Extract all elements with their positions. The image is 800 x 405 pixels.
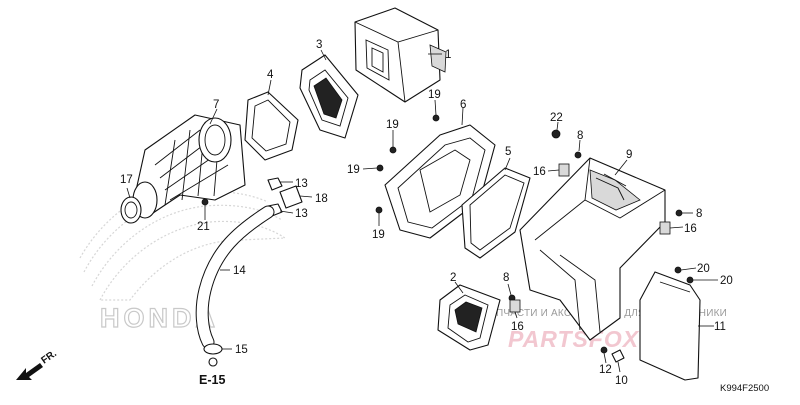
part-label-18: 18 [315, 193, 328, 205]
screw-20-b-shape [686, 276, 694, 284]
part-label-13-upper: 13 [295, 178, 308, 190]
reference-label: E-15 [199, 373, 225, 387]
part-label-2: 2 [450, 272, 456, 284]
nut-16-b-shape [659, 221, 671, 235]
part-label-3: 3 [316, 39, 322, 51]
bolt-22-shape [551, 129, 561, 139]
part-label-11: 11 [714, 321, 726, 333]
part-label-4: 4 [267, 69, 274, 81]
part-label-19-a: 19 [428, 89, 441, 101]
part-label-20-a: 20 [697, 263, 710, 275]
part-label-12: 12 [599, 364, 612, 376]
bolt-19-c-shape [376, 164, 384, 172]
drain-plug-10-shape [611, 349, 625, 363]
inlet-duct-shape [437, 284, 501, 351]
part-label-10: 10 [615, 375, 628, 387]
part-label-1: 1 [445, 49, 451, 61]
part-label-14: 14 [233, 265, 246, 277]
hose-clip-15-shape [203, 343, 223, 355]
part-label-19-b: 19 [386, 119, 399, 131]
part-label-9: 9 [626, 149, 632, 161]
leader-lines [126, 49, 718, 373]
clamp-ring-shape [120, 196, 142, 224]
screw-20-a-shape [674, 266, 682, 274]
part-label-20-b: 20 [720, 275, 733, 287]
front-arrow-icon [16, 363, 43, 380]
front-direction-indicator: FR. [16, 348, 59, 380]
nut-16-a-shape [558, 163, 570, 177]
part-label-8-lower: 8 [503, 272, 509, 284]
part-label-8-upper: 8 [577, 130, 583, 142]
nut-16-c-shape [509, 299, 521, 313]
grommet-8-b-shape [675, 209, 683, 217]
part-label-7: 7 [213, 99, 219, 111]
element-housing-shape [354, 7, 447, 103]
part-label-16-lower: 16 [511, 321, 524, 333]
clip-12-shape [600, 346, 608, 354]
intake-tube-shape [132, 114, 246, 219]
part-label-19-d: 19 [372, 229, 385, 241]
front-direction-label: FR. [39, 348, 59, 366]
bolt-19-b-shape [389, 146, 397, 154]
part-label-22: 22 [550, 112, 563, 124]
part-label-6: 6 [460, 99, 466, 111]
gasket-shape [244, 91, 299, 161]
part-label-5: 5 [505, 146, 511, 158]
part-label-16-upper: 16 [533, 166, 546, 178]
grommet-8-a-shape [574, 151, 582, 159]
part-label-15: 15 [235, 344, 248, 356]
hose-joint-18-shape [279, 185, 303, 209]
honda-wing-watermark [79, 185, 287, 301]
cleaner-cover-shape [384, 124, 496, 239]
bolt-19-d-shape [375, 206, 383, 214]
part-label-8-right: 8 [696, 208, 702, 220]
drawing-code: K994F2500 [720, 383, 769, 394]
bolt-21-shape [201, 198, 209, 206]
part-label-17: 17 [120, 174, 133, 186]
cover-seal-shape [461, 167, 531, 259]
air-cleaner-case-shape [519, 157, 666, 341]
part-label-16-right: 16 [684, 223, 697, 235]
part-label-19-c: 19 [347, 164, 360, 176]
part-label-13-lower: 13 [295, 208, 308, 220]
side-cover-shape [639, 271, 701, 381]
part-label-21: 21 [197, 221, 210, 233]
clip-13-upper-shape [267, 177, 283, 191]
bolt-19-a-shape [432, 114, 440, 122]
filter-frame-shape [299, 54, 359, 139]
